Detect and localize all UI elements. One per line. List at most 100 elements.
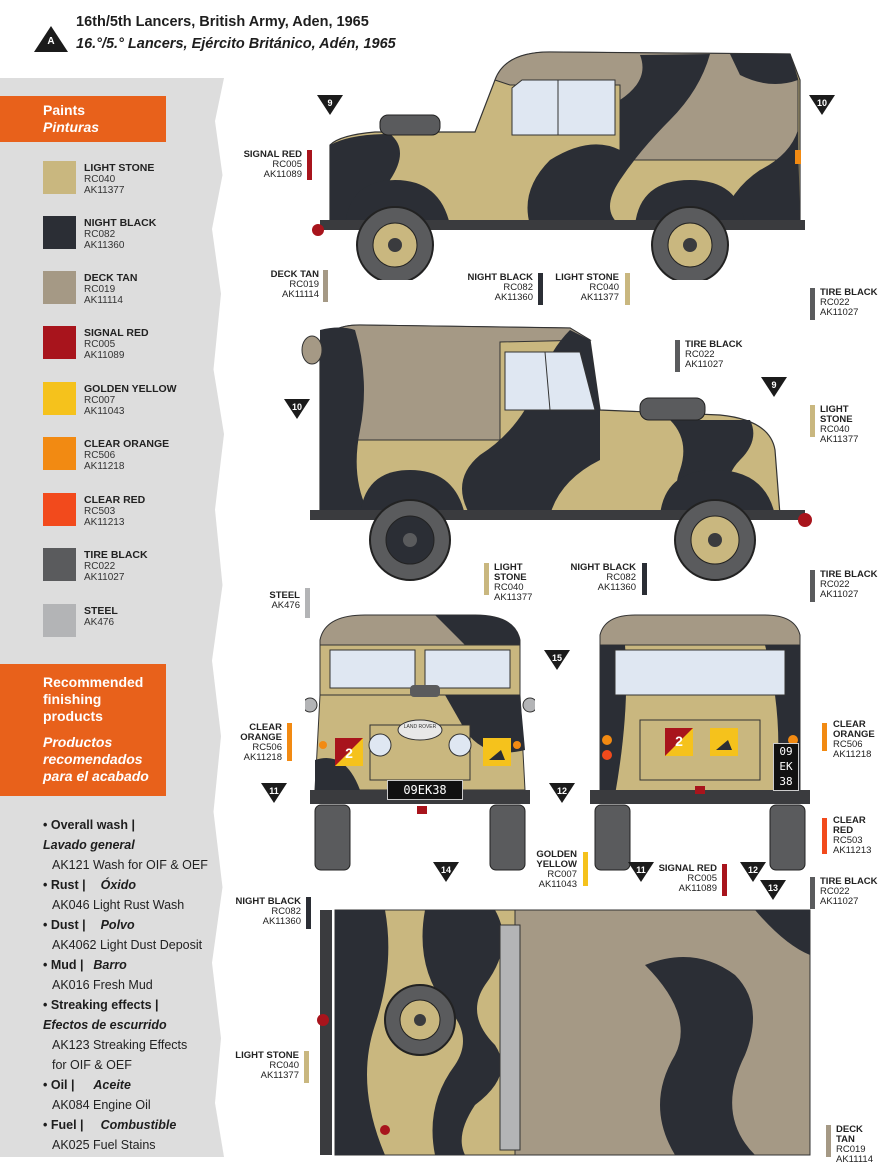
paint-swatch	[43, 271, 76, 304]
vehicle-front-view	[305, 614, 535, 871]
paints-title: Paints	[43, 102, 86, 118]
decal-marker-triangle	[549, 783, 575, 803]
recommended-title-line-2: finishing	[43, 691, 102, 707]
vehicle-right-side-view	[301, 324, 812, 581]
callout-color-bar	[583, 852, 588, 886]
product-item: AK046 Light Rust Wash	[52, 898, 185, 912]
callout-color-bar	[287, 723, 292, 761]
paint-swatch-code: RC007	[84, 395, 116, 406]
callout-paint-name: TIRE BLACK	[820, 287, 878, 298]
callout-paint-code: RC503	[833, 835, 863, 846]
paint-swatch-code-ak: AK11360	[84, 240, 125, 251]
callout-color-bar	[323, 270, 328, 302]
decal-marker-triangle	[284, 399, 310, 419]
product-category-spanish: Óxido	[100, 878, 137, 892]
callout-paint-code: AK11089	[678, 883, 717, 894]
paint-swatch-name: DECK TAN	[84, 272, 138, 284]
product-item: AK084 Engine Oil	[52, 1098, 151, 1112]
product-category: • Streaking effects |	[43, 998, 159, 1012]
decal-marker-number: 14	[440, 865, 451, 875]
paint-swatch-code: AK476	[84, 617, 115, 628]
callout-paint-code: RC082	[606, 572, 636, 583]
product-item: AK121 Wash for OIF & OEF	[52, 858, 208, 872]
paint-swatch-code: RC503	[84, 506, 116, 517]
paint-swatch-name: SIGNAL RED	[84, 327, 149, 339]
decal-marker-number: 9	[771, 380, 777, 390]
callout-paint-code: AK476	[271, 600, 300, 611]
paint-swatch-name: STEEL	[84, 605, 118, 617]
paint-swatch-code-ak: AK11114	[84, 295, 123, 306]
callout-paint-code: RC022	[820, 579, 850, 590]
decal-marker-number: 11	[636, 865, 646, 875]
decal-marker-number: 9	[327, 98, 333, 108]
callout-paint-name: RED	[833, 825, 854, 836]
rear-plate-line-1: 09	[779, 745, 793, 758]
paint-swatch-code-ak: AK11377	[84, 185, 125, 196]
decal-marker-triangle	[261, 783, 287, 803]
callout-paint-code: AK11218	[833, 749, 872, 760]
product-category-spanish: Efectos de escurrido	[43, 1018, 167, 1032]
recommended-title-es-2: recomendados	[43, 751, 143, 767]
callout-color-bar	[484, 563, 489, 595]
recommended-title-es-1: Productos	[43, 734, 113, 750]
callout-paint-code: RC040	[820, 424, 850, 435]
callout-color-bar	[625, 273, 630, 305]
callout-paint-code: RC040	[494, 582, 524, 593]
callout-paint-code: RC040	[589, 282, 619, 293]
paint-swatch-name: CLEAR RED	[84, 494, 146, 506]
callout-paint-name: TIRE BLACK	[820, 569, 878, 580]
callout-color-bar	[722, 864, 727, 896]
callout-color-bar	[675, 340, 680, 372]
decal-marker-triangle	[628, 862, 654, 882]
callout-paint-code: RC019	[836, 1144, 866, 1155]
decal-marker-triangle	[544, 650, 570, 670]
callout-paint-name: NIGHT BLACK	[570, 562, 636, 573]
product-item: AK016 Fresh Mud	[52, 978, 153, 992]
decal-marker-number: 15	[551, 653, 562, 663]
callout-paint-name: GOLDEN	[536, 849, 577, 860]
decal-marker-triangle	[760, 880, 786, 900]
rear-plate: 09 EK 38	[773, 743, 799, 791]
paint-swatch-name: LIGHT STONE	[84, 162, 155, 174]
paints-title-spanish: Pinturas	[43, 119, 100, 135]
paint-swatch	[43, 548, 76, 581]
front-plate: 09EK38	[387, 780, 463, 800]
decal-marker-triangle	[761, 377, 787, 397]
callout-paint-code: AK11377	[820, 434, 859, 445]
rear-unit-number: 2	[675, 733, 683, 749]
product-item: AK025 Fuel Stains	[52, 1138, 156, 1152]
product-item: AK4062 Light Dust Deposit	[52, 938, 203, 952]
callout-paint-name: SIGNAL RED	[243, 149, 302, 160]
callout-paint-name: CLEAR	[833, 815, 866, 826]
decal-marker-number: 10	[291, 402, 302, 412]
rear-plate-line-2: EK	[779, 760, 793, 773]
variant-badge-triangle	[34, 26, 68, 52]
product-category: • Mud |	[43, 958, 84, 972]
callout-paint-name: TIRE BLACK	[820, 876, 878, 887]
callout-color-bar	[305, 588, 310, 618]
paint-swatch-code: RC022	[84, 561, 116, 572]
vehicle-left-side-view	[312, 51, 805, 280]
callout-color-bar	[810, 877, 815, 909]
paint-swatch-name: NIGHT BLACK	[84, 217, 157, 229]
callout-paint-code: AK11377	[260, 1070, 299, 1081]
callout-paint-code: AK11360	[597, 582, 636, 593]
callout-paint-name: DECK TAN	[270, 269, 319, 280]
callout-paint-code: AK11027	[820, 307, 859, 318]
callout-paint-code: RC005	[687, 873, 717, 884]
callout-paint-code: AK11213	[833, 845, 872, 856]
paint-swatch-code: RC082	[84, 229, 116, 240]
callout-paint-code: AK11089	[263, 169, 302, 180]
paint-swatch-name: CLEAR ORANGE	[84, 438, 170, 450]
